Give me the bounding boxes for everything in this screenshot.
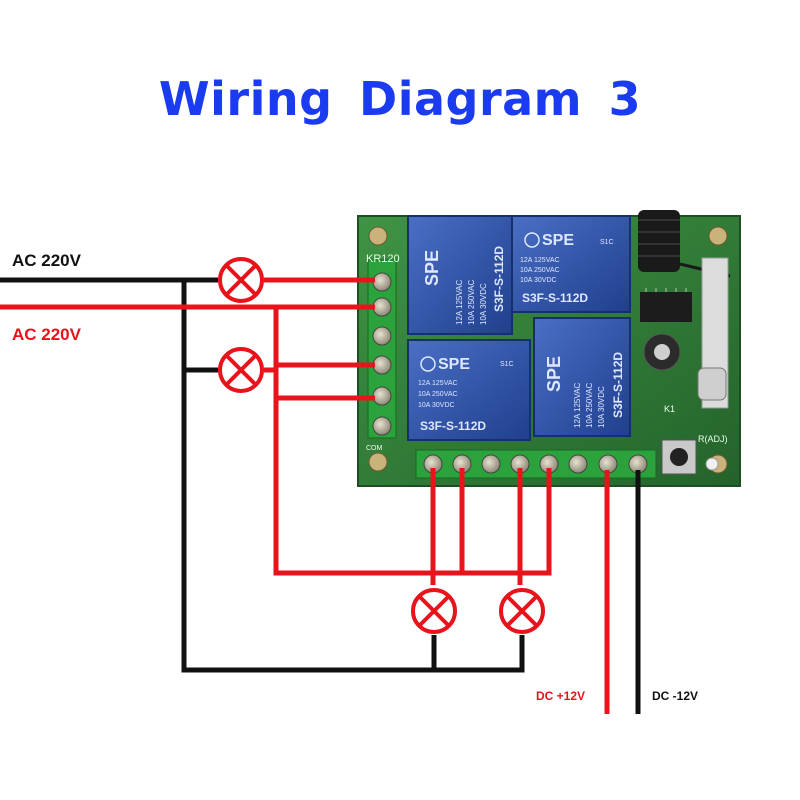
svg-text:12A 125VAC: 12A 125VAC — [418, 380, 458, 387]
relay-2: SPE S1C 12A 125VAC 10A 250VAC 10A 30VDC … — [511, 215, 631, 313]
terminal-screw — [481, 454, 501, 474]
relay-3: SPE S1C 12A 125VAC 10A 250VAC 10A 30VDC … — [407, 339, 531, 441]
svg-text:S3F-S-112D: S3F-S-112D — [522, 291, 588, 305]
svg-text:10A 30VDC: 10A 30VDC — [418, 402, 455, 409]
mount-hole — [368, 452, 388, 472]
lamp-1 — [218, 257, 264, 303]
lamp-2 — [218, 347, 264, 393]
black-wires — [0, 277, 641, 714]
mount-hole — [368, 226, 388, 246]
silk-k1: K1 — [664, 404, 675, 414]
terminal-screw — [372, 326, 392, 346]
svg-text:10A 30VDC: 10A 30VDC — [479, 283, 488, 325]
svg-text:12A 125VAC: 12A 125VAC — [520, 257, 560, 264]
relay-1: SPE 12A 125VAC 10A 250VAC 10A 30VDC S3F-… — [407, 215, 513, 335]
silk-model: KR120 — [366, 253, 400, 265]
silk-com: COM — [366, 445, 383, 452]
mount-hole — [708, 226, 728, 246]
page-title: Wiring Diagram 3 — [158, 72, 642, 126]
red-wires — [0, 277, 610, 714]
svg-text:S3F-S-112D: S3F-S-112D — [611, 352, 625, 418]
lamp-4 — [499, 588, 545, 634]
relay-board: SPE 12A 125VAC 10A 250VAC 10A 30VDC S3F-… — [357, 210, 741, 487]
svg-text:10A 30VDC: 10A 30VDC — [520, 277, 557, 284]
silk-adj: R(ADJ) — [698, 434, 728, 444]
svg-text:SPE: SPE — [438, 356, 470, 373]
svg-text:SPE: SPE — [544, 356, 564, 392]
svg-text:S3F-S-112D: S3F-S-112D — [420, 419, 486, 433]
svg-text:10A 250VAC: 10A 250VAC — [467, 280, 476, 325]
svg-text:S1C: S1C — [500, 361, 514, 368]
learn-button — [661, 439, 697, 475]
ac-red-branch-wire — [273, 307, 552, 576]
terminal-screw — [372, 416, 392, 436]
relay-4: SPE 12A 125VAC 10A 250VAC 10A 30VDC S3F-… — [533, 317, 631, 437]
terminal-screw — [372, 272, 392, 292]
capacitor — [643, 333, 681, 371]
terminal-screw — [568, 454, 588, 474]
dc-negative-label: DC -12V — [652, 689, 698, 703]
dc-positive-label: DC +12V — [536, 689, 585, 703]
indicator-led — [705, 457, 719, 471]
terminal-screw — [372, 386, 392, 406]
svg-text:10A 30VDC: 10A 30VDC — [597, 386, 606, 428]
ac-black-label: AC 220V — [12, 251, 82, 270]
svg-text:12A 125VAC: 12A 125VAC — [455, 280, 464, 325]
svg-text:SPE: SPE — [422, 250, 442, 286]
terminal-screw — [372, 355, 392, 375]
terminal-screw — [372, 297, 392, 317]
left-terminal-block — [367, 259, 397, 439]
svg-text:10A 250VAC: 10A 250VAC — [418, 391, 458, 398]
ac-black-branch-wire — [181, 280, 525, 673]
svg-text:SPE: SPE — [542, 232, 574, 249]
ac-red-label: AC 220V — [12, 325, 82, 344]
svg-text:10A 250VAC: 10A 250VAC — [520, 267, 560, 274]
svg-text:S1C: S1C — [600, 239, 614, 246]
bottom-terminal-block — [415, 449, 657, 479]
lamp-3 — [411, 588, 457, 634]
svg-text:10A 250VAC: 10A 250VAC — [585, 383, 594, 428]
ic-chip — [640, 288, 692, 322]
svg-text:S3F-S-112D: S3F-S-112D — [492, 246, 506, 312]
svg-text:12A 125VAC: 12A 125VAC — [573, 383, 582, 428]
crystal-oscillator — [697, 367, 727, 401]
